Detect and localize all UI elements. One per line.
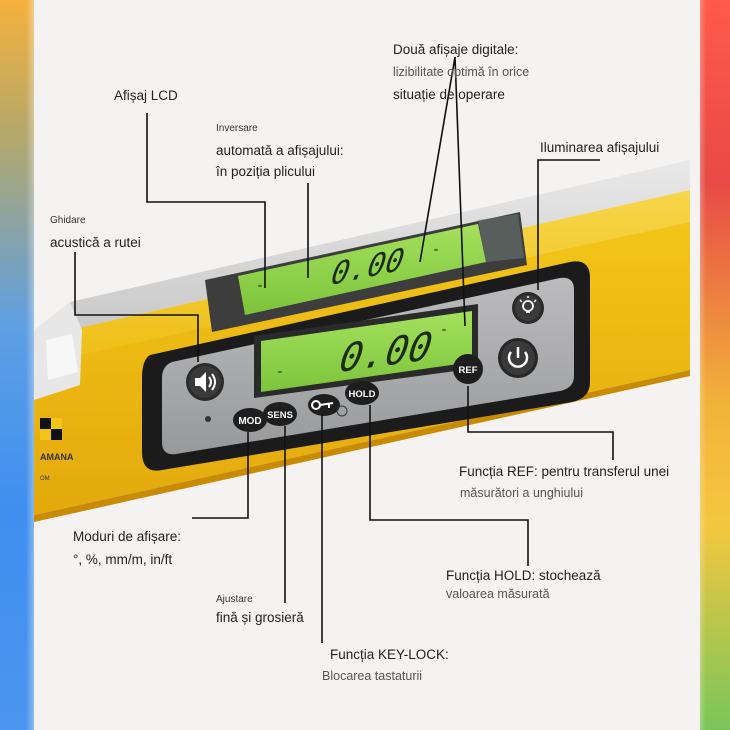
- sens-label: fină și grosieră: [216, 610, 304, 625]
- callout-lines: [74, 56, 614, 643]
- brand-text: AMANA: [40, 452, 74, 462]
- ref-button[interactable]: REF: [453, 354, 483, 384]
- auto-invert-label-line2: în poziția plicului: [216, 164, 316, 179]
- mode-button-label: MOD: [238, 416, 261, 427]
- timer-mark-icon: [336, 405, 348, 417]
- top-lcd-minus-left: -: [256, 278, 264, 294]
- modes-label-line2: °, %, mm/m, in/ft: [73, 552, 173, 567]
- lcd-display-label: Afișaj LCD: [114, 88, 178, 103]
- right-edge-fade: [686, 0, 706, 730]
- sensor-dot: [205, 416, 211, 422]
- two-displays-line2: situație de operare: [393, 87, 505, 102]
- front-lcd-minus-right: -: [440, 322, 448, 338]
- keylock-button[interactable]: [308, 394, 340, 416]
- hold-button-label: HOLD: [349, 389, 376, 400]
- hold-label-line2: valoarea măsurată: [446, 587, 550, 601]
- ref-button-label: REF: [459, 365, 478, 376]
- keylock-label-line1: Funcția KEY-LOCK:: [330, 647, 449, 662]
- speaker-icon: [195, 372, 216, 392]
- lightbulb-icon: [519, 296, 537, 313]
- two-displays-title: Două afișaje digitale:: [393, 42, 519, 57]
- backlight-button[interactable]: [512, 292, 544, 324]
- hold-label-line1: Funcția HOLD: stochează: [446, 568, 601, 583]
- acoustic-label: acustică a rutei: [50, 235, 141, 250]
- brand-small-text: OM: [40, 476, 50, 482]
- key-icon: [311, 400, 334, 410]
- auto-invert-label-line1: automată a afișajului:: [216, 143, 344, 158]
- top-lcd-minus-right: -: [432, 242, 440, 258]
- sens-button-label: SENS: [267, 410, 293, 421]
- power-icon: [507, 347, 529, 368]
- hold-button[interactable]: HOLD: [345, 381, 379, 405]
- two-displays-line1: lizibilitate optimă în orice: [393, 65, 530, 79]
- front-lcd-minus-left: -: [276, 364, 284, 380]
- sens-button[interactable]: SENS: [263, 402, 297, 426]
- sens-small-label: Ajustare: [216, 594, 253, 605]
- brand-checker-icon: [40, 418, 62, 440]
- mode-button[interactable]: MOD: [233, 408, 267, 432]
- ref-label-line2: măsurători a unghiului: [460, 486, 583, 500]
- speaker-button[interactable]: [186, 363, 224, 401]
- backlight-label: Iluminarea afișajului: [540, 140, 660, 155]
- top-lcd: [238, 224, 486, 315]
- modes-label-line1: Moduri de afișare:: [73, 529, 182, 544]
- keylock-label-line2: Blocarea tastaturii: [322, 669, 423, 683]
- acoustic-small-label: Ghidare: [50, 215, 86, 226]
- ref-label-line1: Funcția REF: pentru transferul unei: [459, 464, 670, 479]
- power-button[interactable]: [498, 338, 538, 378]
- auto-invert-small-label: Inversare: [216, 123, 258, 134]
- front-lcd: [261, 311, 472, 392]
